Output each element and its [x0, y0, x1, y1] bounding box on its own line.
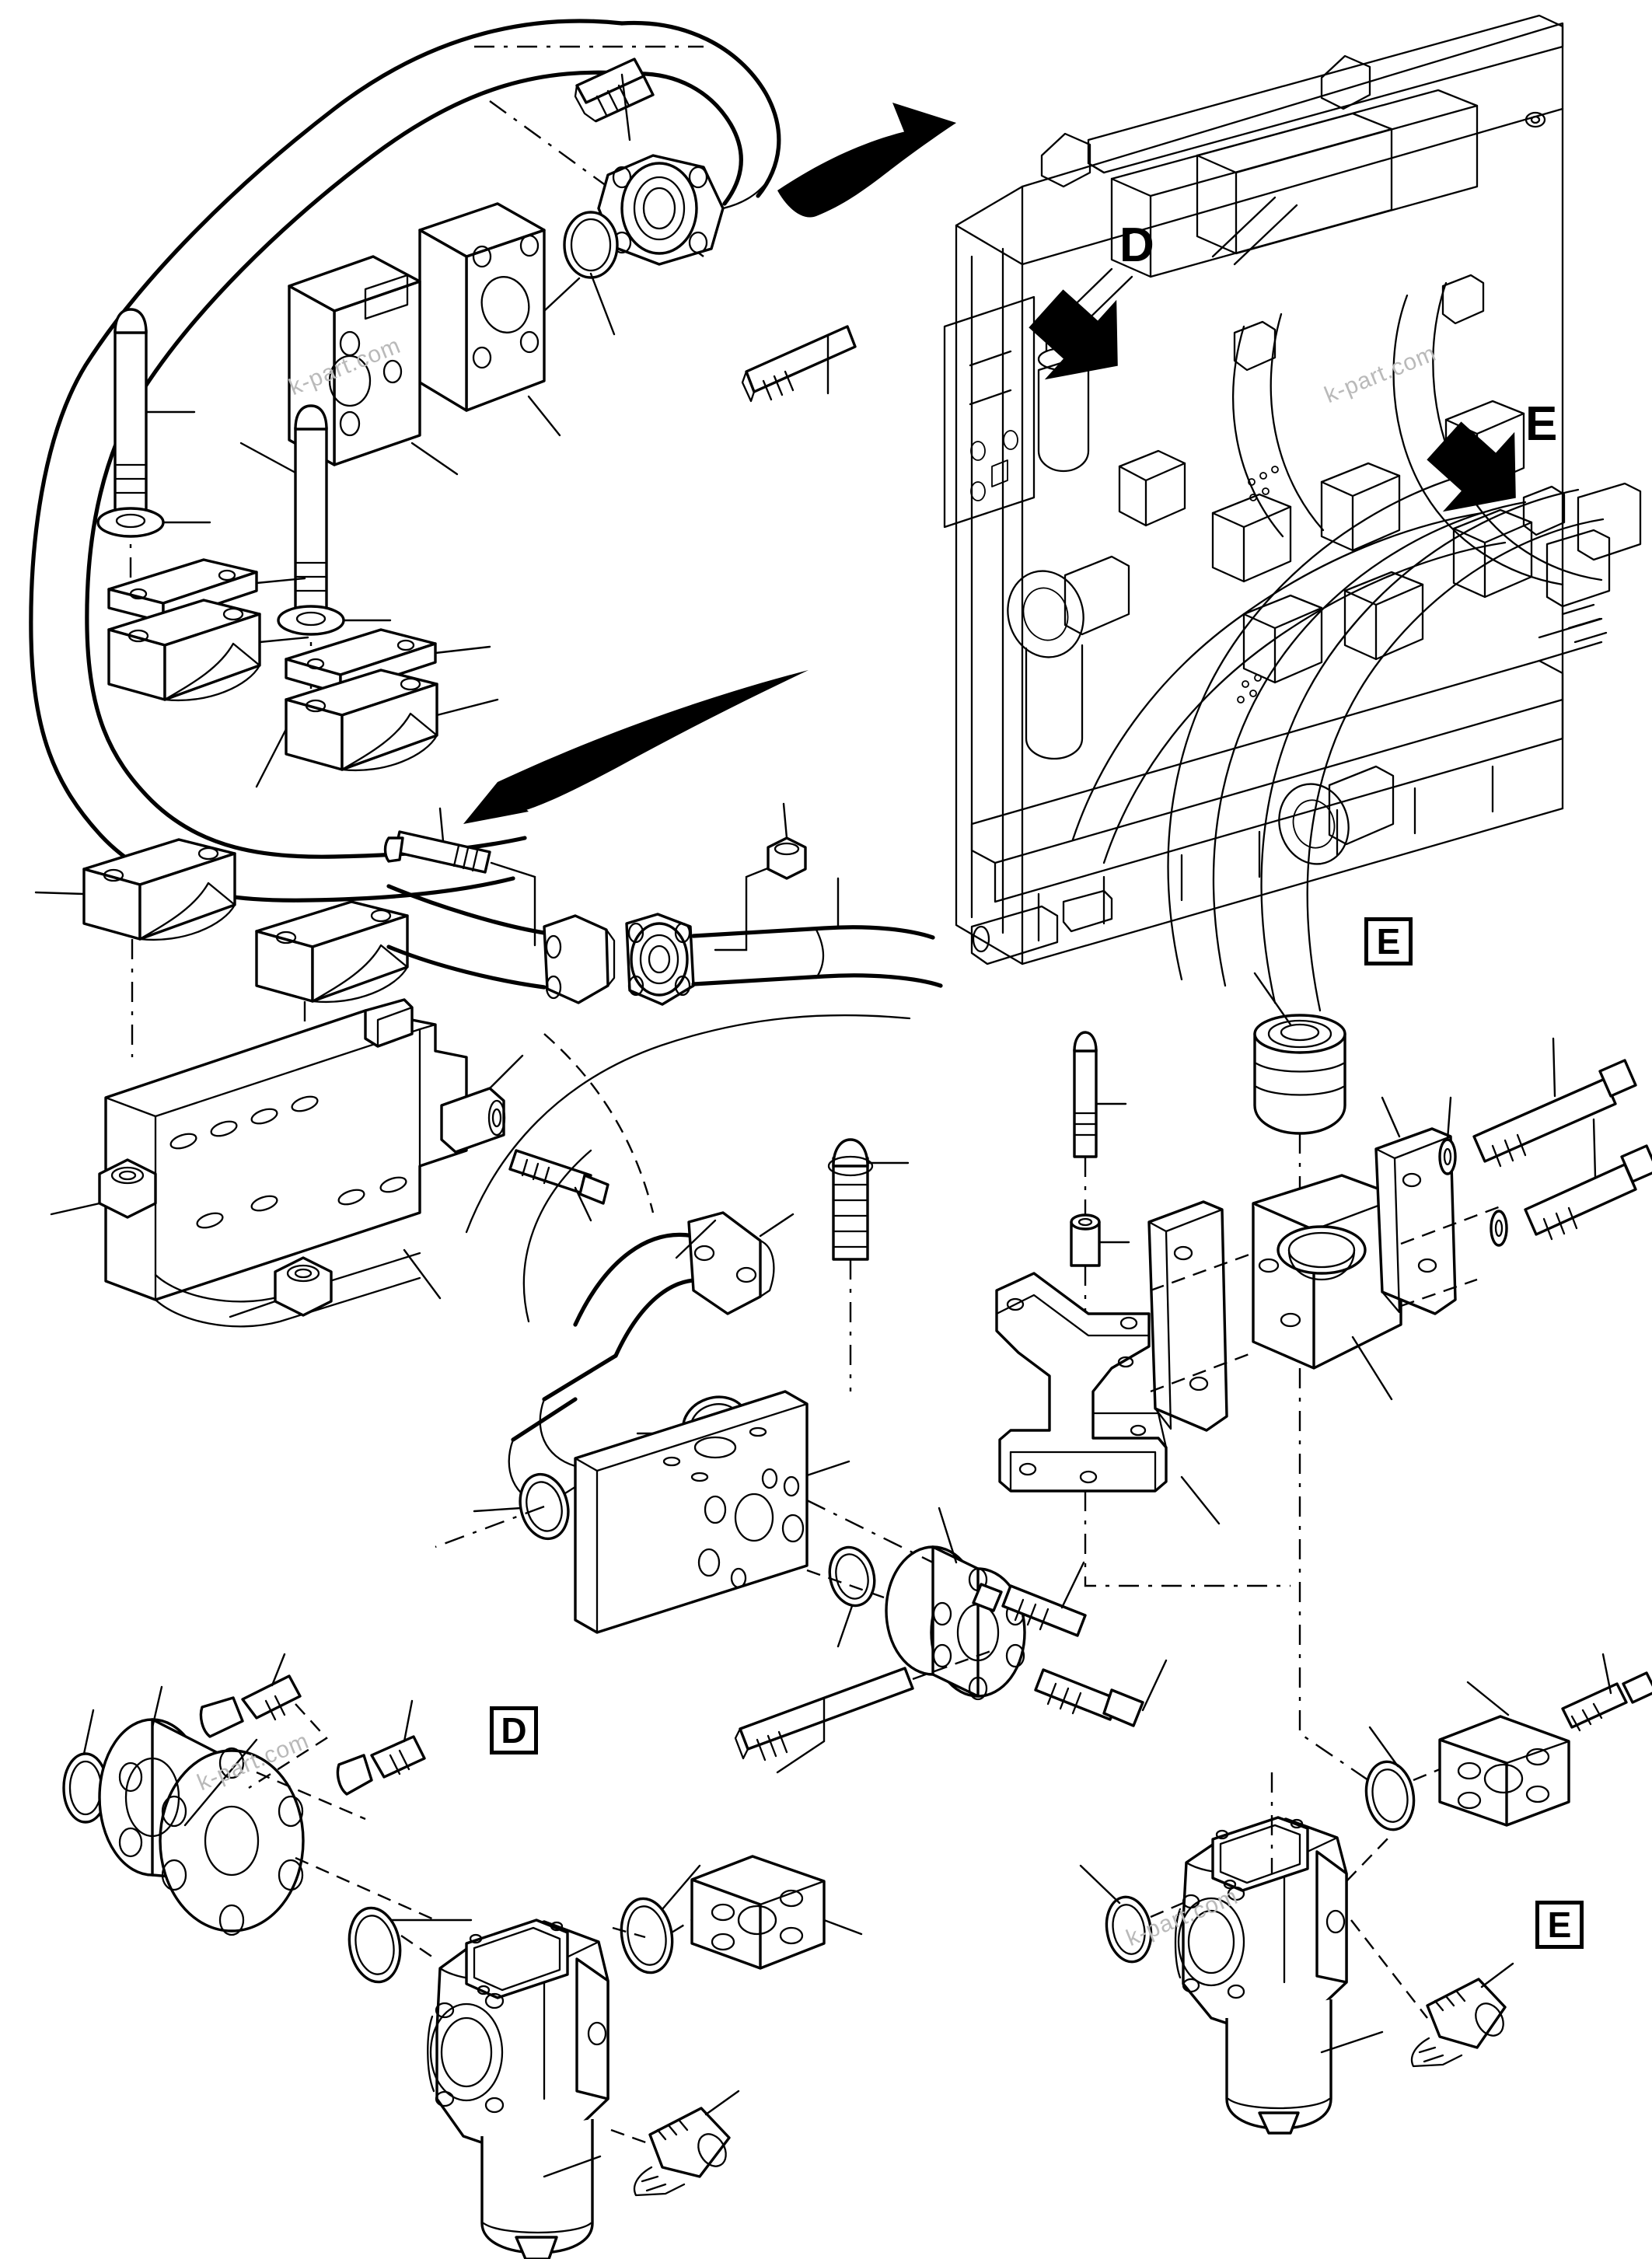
- e-long-bolt-1: [1472, 1037, 1637, 1168]
- hex-nut-1: [50, 1158, 157, 1219]
- detail-e-assembly: [995, 972, 1652, 1781]
- d-oring-right: [828, 1545, 876, 1648]
- e-washer-1: [1438, 1096, 1457, 1175]
- hose-assembly-upper: [29, 19, 857, 1088]
- socket-bolt-top: [574, 58, 655, 141]
- hex-bolt-long-2: [239, 404, 328, 704]
- lr-flange-cover: [1438, 1681, 1570, 1827]
- machine-overview-illustration: [943, 14, 1642, 1012]
- ll-flange-cover: [690, 1855, 863, 1970]
- arrow-letter-text: E: [1525, 397, 1558, 451]
- socket-bolt-mid: [383, 807, 491, 874]
- e-long-bolt-2: [1524, 1118, 1652, 1241]
- ll-pump-head: [427, 1919, 609, 2259]
- e-mount-block: [1252, 1174, 1402, 1401]
- hex-nut-mid: [767, 802, 807, 880]
- hex-nut-2: [229, 1256, 333, 1318]
- ll-oring-right: [620, 1864, 701, 1974]
- washer-1: [96, 507, 211, 538]
- spacer-bushing: [440, 1054, 524, 1154]
- d-elbow-tube: [508, 1211, 795, 1508]
- machine-pump: [1007, 555, 1130, 760]
- callout-label: E: [1547, 1905, 1572, 1945]
- lower-right-filter-assembly: [1079, 1653, 1652, 2135]
- lr-oring-left: [1079, 1864, 1153, 1964]
- callout-label: D: [501, 1710, 527, 1751]
- pointer-arrow-top: [777, 103, 956, 218]
- mounting-plate-assembly: [104, 998, 468, 1328]
- flange-plate-upper: [418, 202, 581, 437]
- detail-d-manifold: [435, 1138, 1168, 1774]
- ll-flange-spool: [98, 1685, 436, 1936]
- lr-hex-bolt: [1561, 1653, 1652, 1732]
- lower-left-filter-assembly: [62, 1653, 863, 2259]
- machine-pump-2: [1278, 765, 1395, 865]
- lr-fitting: [1410, 1962, 1514, 2068]
- pointer-arrow-bottom: [463, 670, 809, 824]
- lr-pump-head: [1174, 1772, 1384, 2135]
- d-flange-bolt-r2: [1034, 1659, 1168, 1727]
- callout-box-e-lower: E: [1535, 1901, 1584, 1949]
- washer-2: [277, 605, 392, 636]
- lr-oring-right: [1364, 1726, 1416, 1831]
- e-hex-bolt-vert: [1073, 1031, 1127, 1259]
- d-manifold-block: [574, 1390, 850, 1634]
- arrow-letter-text: D: [1119, 218, 1154, 272]
- d-flange-bolt-top: [827, 1138, 910, 1391]
- arrow-label-e: E: [1525, 400, 1557, 449]
- callout-label: E: [1376, 921, 1401, 962]
- d-long-socket-bolt: [734, 1648, 996, 1774]
- clamp-half-b: [285, 669, 499, 772]
- clamp-half-d: [255, 900, 409, 1088]
- ll-socket-bolt-short: [336, 1699, 426, 1796]
- e-spacer-sleeve: [1070, 1213, 1130, 1399]
- ll-fitting: [633, 2090, 740, 2197]
- e-support-bracket: [995, 1272, 1291, 1587]
- ll-oring-pump: [348, 1906, 473, 1984]
- clamp-half-a: [107, 599, 309, 702]
- long-bolt-upper-right: [741, 325, 857, 403]
- clamp-half-c: [34, 838, 236, 1057]
- e-rubber-mount: [1253, 972, 1346, 1264]
- hose-end-flange: [597, 154, 770, 266]
- arrow-label-d: D: [1119, 222, 1154, 270]
- ll-socket-bolt-long: [199, 1653, 328, 1789]
- hose-joint-middle: [386, 861, 943, 1006]
- d-flange-bolt-r1: [972, 1561, 1087, 1637]
- callout-box-d-lower: D: [490, 1706, 538, 1754]
- callout-box-e-upper: E: [1364, 917, 1413, 965]
- hex-bolt-plate: [508, 1149, 609, 1222]
- o-ring-upper: [563, 211, 619, 336]
- e-retaining-plate-right: [1374, 1096, 1457, 1315]
- e-washer-2: [1490, 1210, 1508, 1247]
- e-retaining-plate-left: [1147, 1200, 1228, 1432]
